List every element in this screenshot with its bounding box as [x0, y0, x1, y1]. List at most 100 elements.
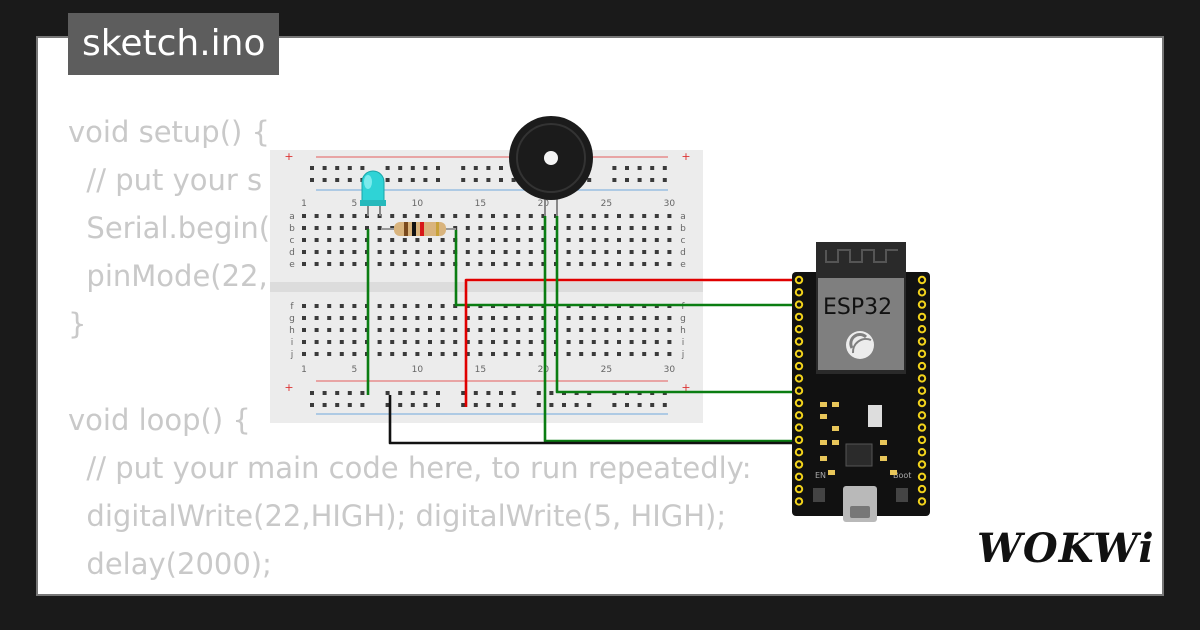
breadboard-hole — [617, 328, 621, 332]
breadboard-hole — [402, 238, 407, 242]
breadboard-hole — [339, 238, 344, 242]
breadboard-hole — [629, 262, 634, 266]
column-label: 10 — [412, 199, 424, 209]
espressif-logo-icon — [846, 331, 874, 359]
code-preview: void setup() { // put your s Serial.begi… — [68, 108, 752, 594]
wire-resistor-pin5[interactable] — [454, 230, 805, 307]
breadboard-hole — [314, 262, 319, 266]
board-pin — [917, 300, 927, 309]
breadboard-hole — [327, 250, 332, 254]
breadboard-hole — [365, 226, 369, 230]
board-pin — [917, 448, 927, 457]
breadboard-hole — [516, 352, 521, 356]
breadboard-hole — [352, 226, 357, 230]
breadboard-hole — [629, 352, 634, 356]
rail-hole — [436, 391, 440, 395]
breadboard-hole — [415, 328, 420, 332]
board-pin — [917, 337, 927, 346]
breadboard-hole — [604, 250, 609, 254]
breadboard-hole — [352, 262, 357, 266]
rail-hole — [662, 166, 667, 170]
rail-hole — [410, 166, 415, 170]
wire-red-power[interactable] — [464, 278, 805, 407]
rail-hole — [398, 178, 403, 182]
row-label: b — [289, 224, 295, 234]
board-pin — [917, 423, 927, 432]
led[interactable] — [360, 170, 386, 216]
row-label: i — [682, 338, 685, 348]
board-pin — [794, 435, 804, 445]
breadboard-hole — [314, 352, 319, 356]
wire-buzzer-gnd[interactable] — [543, 216, 800, 443]
wires — [366, 216, 922, 445]
breadboard-hole — [453, 340, 458, 344]
smd-part — [880, 440, 887, 445]
file-name-tag: sketch.ino — [68, 13, 280, 75]
rail-hole — [650, 166, 655, 170]
row-label: c — [290, 236, 295, 246]
buzzer[interactable] — [509, 116, 593, 216]
smd-part — [820, 402, 827, 407]
breadboard-hole — [566, 226, 571, 230]
breadboard-hole — [642, 340, 647, 344]
breadboard-hole — [390, 316, 395, 320]
breadboard-hole — [465, 352, 470, 356]
rail-hole — [385, 403, 390, 407]
rail-hole — [322, 166, 327, 170]
breadboard-hole — [327, 214, 332, 218]
rail-hole — [335, 166, 340, 170]
breadboard-hole — [352, 340, 357, 344]
breadboard-hole — [617, 214, 621, 218]
breadboard-hole — [314, 340, 319, 344]
rail-hole — [486, 391, 491, 395]
breadboard-hole — [352, 328, 357, 332]
breadboard-hole — [377, 304, 382, 308]
breadboard-hole — [453, 316, 458, 320]
row-label: g — [680, 314, 686, 324]
boot-button[interactable] — [896, 488, 908, 502]
board-pin — [794, 472, 804, 481]
rail-hole — [385, 166, 390, 170]
rail-hole — [549, 391, 554, 395]
breadboard-hole — [642, 352, 647, 356]
breadboard-hole — [629, 328, 634, 332]
breadboard-hole — [339, 262, 344, 266]
esp32-board[interactable]: ESP32 EN Boot — [792, 242, 930, 522]
breadboard-hole — [654, 238, 659, 242]
breadboard-hole — [566, 340, 571, 344]
breadboard-hole — [617, 262, 621, 266]
code-line: } — [68, 307, 87, 341]
breadboard-hole — [402, 214, 407, 218]
breadboard-hole — [491, 328, 495, 332]
rail-hole — [322, 391, 327, 395]
breadboard-hole — [541, 328, 546, 332]
breadboard-hole — [579, 340, 584, 344]
breadboard-center-channel — [270, 282, 703, 292]
code-line: Serial.begin( — [68, 211, 271, 245]
resistor[interactable] — [381, 222, 456, 236]
breadboard-hole — [302, 328, 306, 332]
breadboard-hole — [579, 226, 584, 230]
breadboard-hole — [453, 214, 458, 218]
breadboard-hole — [617, 352, 621, 356]
row-label: b — [680, 224, 686, 234]
breadboard-hole — [617, 238, 621, 242]
column-label: 25 — [601, 365, 612, 375]
board-pin — [917, 411, 927, 420]
chip-label: ESP32 — [823, 295, 892, 320]
board-pin — [794, 460, 804, 469]
breadboard-hole — [415, 352, 420, 356]
breadboard-hole — [314, 214, 319, 218]
breadboard-hole — [579, 250, 584, 254]
breadboard-hole — [465, 226, 470, 230]
wire-buzzer-pin22[interactable] — [555, 216, 805, 394]
board-pin — [794, 411, 804, 420]
breadboard-hole — [503, 238, 508, 242]
breadboard-hole — [629, 238, 634, 242]
breadboard-hole — [667, 226, 672, 230]
breadboard-hole — [428, 238, 432, 242]
wire-black-ground[interactable] — [388, 395, 800, 445]
breadboard-hole — [465, 316, 470, 320]
en-button[interactable] — [813, 488, 825, 502]
